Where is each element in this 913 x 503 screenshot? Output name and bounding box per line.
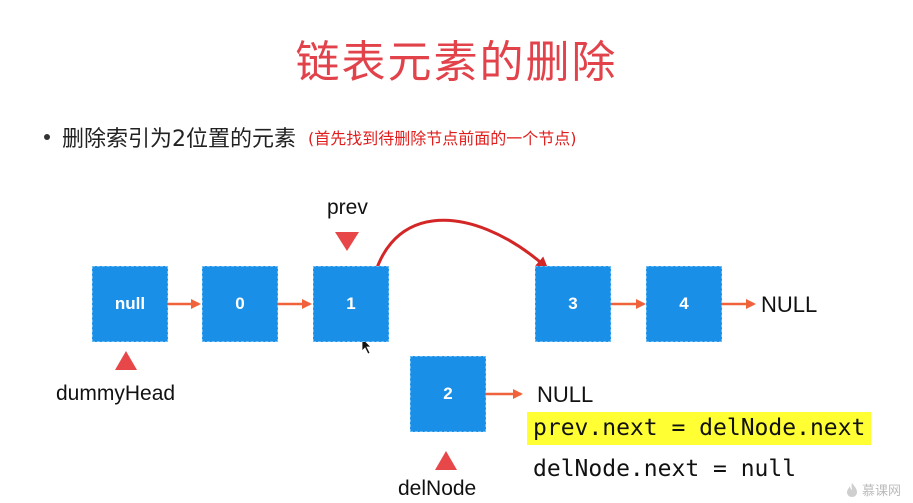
- code-line-prev-next: prev.next = delNode.next: [527, 412, 872, 445]
- watermark-text: 慕课网: [861, 484, 901, 499]
- watermark: 慕课网: [845, 480, 901, 499]
- dummyhead-label: dummyHead: [56, 382, 176, 405]
- prev-pointer-icon: [335, 232, 359, 251]
- node-0: 0: [202, 266, 278, 342]
- delnode-pointer-icon: [435, 451, 457, 470]
- arrow-1-to-3-curve: [368, 218, 549, 301]
- node-dummy: null: [92, 266, 168, 342]
- null-label-delnode: NULL: [537, 382, 594, 407]
- null-label-main: NULL: [761, 292, 818, 317]
- node-3: 3: [535, 266, 611, 342]
- bullet-line: 删除索引为2位置的元素 (首先找到待删除节点前面的一个节点): [44, 122, 577, 152]
- bullet-text: 删除索引为2位置的元素: [62, 127, 296, 152]
- node-2: 2: [410, 356, 486, 432]
- prev-label: prev: [327, 196, 368, 219]
- node-1: 1: [313, 266, 389, 342]
- node-4: 4: [646, 266, 722, 342]
- flame-icon: [846, 482, 857, 497]
- dummyhead-pointer-icon: [115, 351, 137, 370]
- page-title: 链表元素的删除: [295, 37, 618, 88]
- delnode-label: delNode: [398, 477, 477, 500]
- code-line-delnode-next: delNode.next = null: [533, 456, 797, 482]
- bullet-dot: [44, 134, 50, 140]
- bullet-note: (首先找到待删除节点前面的一个节点): [308, 129, 577, 148]
- cursor-icon: [361, 337, 372, 355]
